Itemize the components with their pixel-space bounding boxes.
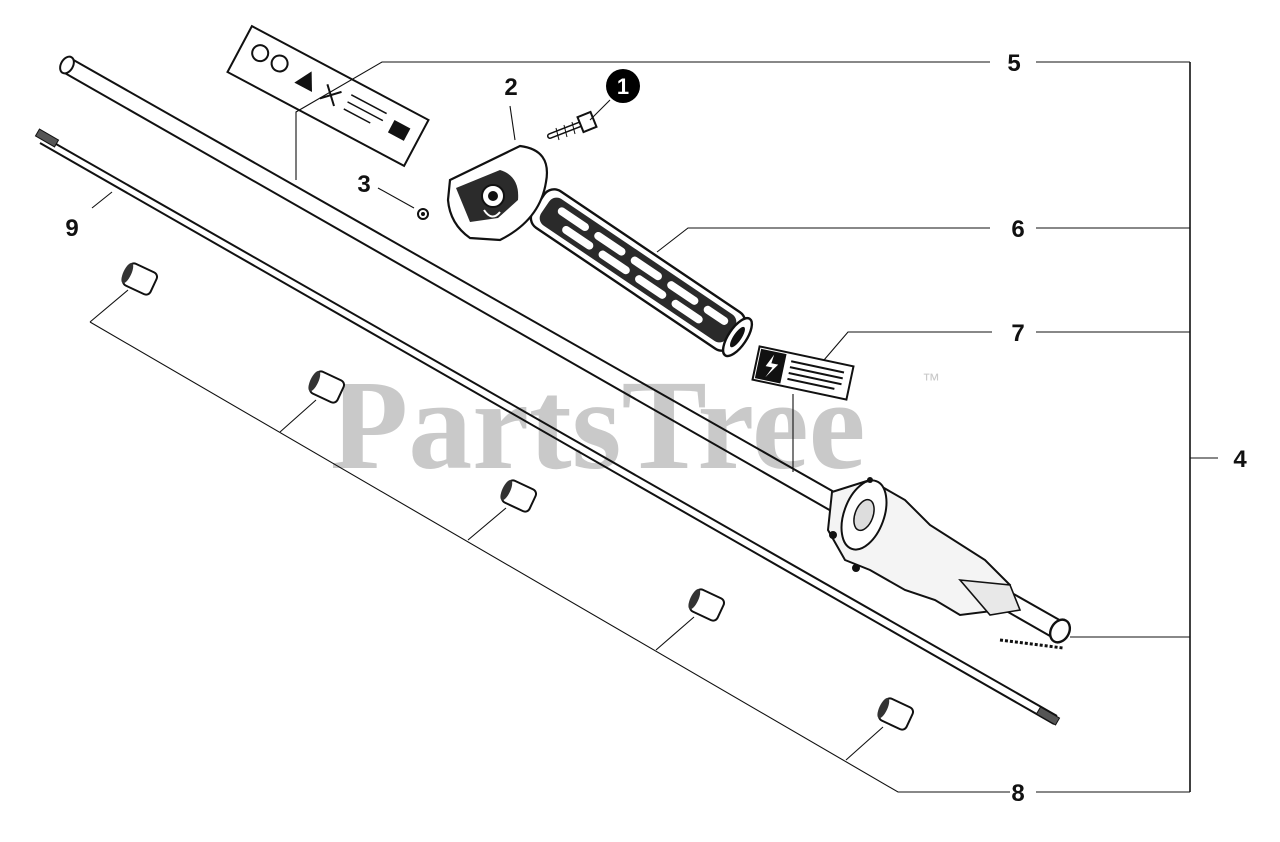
watermark-trademark: ™ xyxy=(922,370,940,390)
callout-5: 5 xyxy=(1007,50,1020,77)
shaft-liner-4 xyxy=(688,588,726,622)
grip-sleeve xyxy=(529,188,754,358)
lightning-icon xyxy=(765,354,779,378)
callout-3: 3 xyxy=(357,171,370,198)
callout-6: 6 xyxy=(1011,216,1024,243)
leader-8 xyxy=(89,321,1010,793)
callout-labels: 1 2 3 4 5 6 7 8 9 xyxy=(65,50,1247,807)
shaft-liner-1 xyxy=(121,262,159,296)
callout-9: 9 xyxy=(65,215,78,242)
shaft-liner-5 xyxy=(877,697,915,731)
shaft-liner-3 xyxy=(500,479,538,513)
coupling-housing xyxy=(826,477,1064,650)
leader-lines xyxy=(91,61,1218,793)
warning-triangle-icon xyxy=(294,71,312,93)
callout-1: 1 xyxy=(617,74,629,99)
callout-1-badge: 1 xyxy=(606,69,640,103)
shaft-liner-2 xyxy=(308,370,346,404)
callout-2: 2 xyxy=(504,74,517,101)
callout-7: 7 xyxy=(1011,320,1024,347)
callout-8: 8 xyxy=(1011,780,1024,807)
callout-4: 4 xyxy=(1233,446,1247,473)
warning-decal xyxy=(226,24,430,168)
handle-guard xyxy=(446,144,549,242)
handle-bolt xyxy=(547,110,598,141)
drive-shaft xyxy=(34,128,1061,726)
electric-warning-decal xyxy=(751,345,855,401)
handle-nut xyxy=(417,208,429,220)
